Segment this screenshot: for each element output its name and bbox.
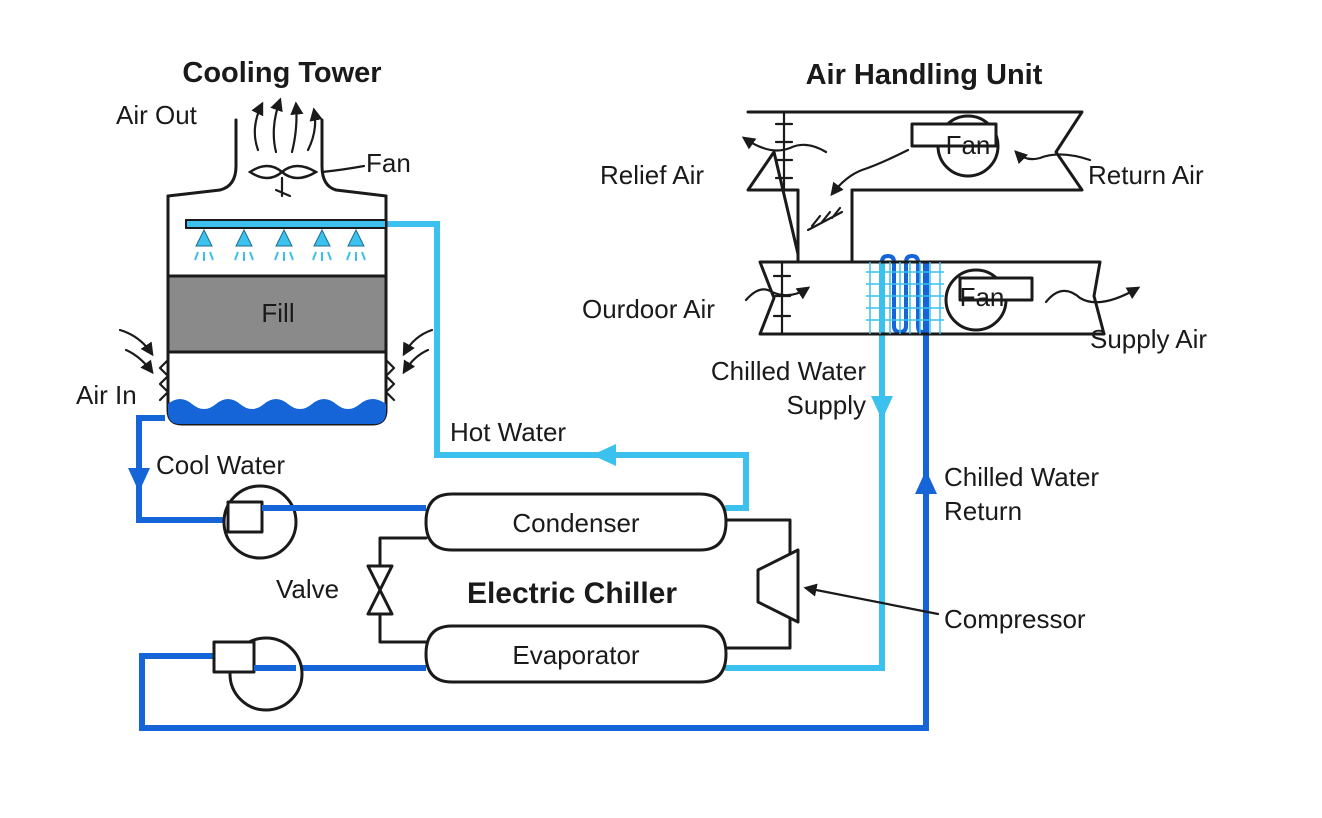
chilled-water-return-label-line2: Return xyxy=(944,496,1022,526)
tower-fan-label: Fan xyxy=(366,148,411,178)
fan-shaft xyxy=(274,176,292,198)
compressor-leader xyxy=(803,583,940,616)
pump-outlet xyxy=(226,500,264,534)
nozzle-icon xyxy=(195,228,213,247)
spray-header xyxy=(185,219,387,229)
fill-label: Fill xyxy=(261,298,294,328)
return-fan-label: Fan xyxy=(946,130,991,160)
evaporator-label: Evaporator xyxy=(512,640,640,670)
chilled-water-return-label-line1: Chilled Water xyxy=(944,462,1099,492)
condenser-label: Condenser xyxy=(512,508,640,538)
condenser-vessel xyxy=(424,492,728,552)
evaporator-vessel xyxy=(424,624,728,684)
condenser-water-loop xyxy=(128,221,749,523)
air-inlet-louver-left xyxy=(158,358,170,402)
air-out-label: Air Out xyxy=(116,100,198,130)
nozzle-icon xyxy=(275,228,293,247)
nozzle-icon xyxy=(313,228,331,247)
relief-damper-icon xyxy=(774,110,794,192)
valve-icon xyxy=(366,564,394,616)
nozzle-icon xyxy=(235,228,253,247)
chilled-water-pump xyxy=(212,636,304,712)
ahu-airflow-arrows xyxy=(741,136,1141,304)
chilled-water-supply-label-line2: Supply xyxy=(787,390,867,420)
chilled-water-return-arrow-icon xyxy=(915,470,937,494)
air-inlet-louver-right xyxy=(384,358,396,402)
chilled-water-loop xyxy=(139,253,937,731)
supply-air-duct xyxy=(758,260,1106,336)
supply-fan-label: Fan xyxy=(960,282,1005,312)
fill-media xyxy=(166,274,388,354)
air-out-arrows xyxy=(251,97,323,154)
air-in-label: Air In xyxy=(76,380,137,410)
supply-fan: Fan xyxy=(944,268,1034,332)
chilled-water-supply-label-line1: Chilled Water xyxy=(711,356,866,386)
cooling-tower-title: Cooling Tower xyxy=(182,57,381,89)
cool-water-arrow-icon xyxy=(128,468,150,492)
hot-water-arrow-icon xyxy=(592,444,616,466)
chilled-water-supply-arrow-icon xyxy=(871,396,893,420)
air-handling-unit: Air Handling Unit Fan Fan xyxy=(582,59,1207,526)
supply-air-label: Supply Air xyxy=(1090,324,1207,354)
hot-water-pipe xyxy=(385,221,749,511)
air-in-arrows xyxy=(118,328,434,375)
hot-water-label: Hot Water xyxy=(450,417,566,447)
relief-air-label: Relief Air xyxy=(600,160,704,190)
basin-water xyxy=(168,399,386,424)
mixing-box xyxy=(796,188,854,264)
valve-label: Valve xyxy=(276,574,339,604)
chilled-water-return-pipe xyxy=(139,262,929,731)
cooling-coil-grid xyxy=(866,262,944,334)
electric-chiller-title: Electric Chiller xyxy=(467,577,677,610)
cooling-tower: Cooling Tower Fill xyxy=(76,57,566,480)
electric-chiller: Condenser Evaporator Valve Compressor El… xyxy=(276,492,1086,684)
condenser-water-pump xyxy=(222,484,306,560)
fan-leader-line xyxy=(320,164,366,174)
compressor-label: Compressor xyxy=(944,604,1086,634)
cool-water-label: Cool Water xyxy=(156,450,285,480)
nozzle-icon xyxy=(347,228,365,247)
return-air-label: Return Air xyxy=(1088,160,1204,190)
compressor-icon xyxy=(756,548,800,624)
outdoor-air-label: Ourdoor Air xyxy=(582,294,715,324)
outdoor-damper-icon xyxy=(772,260,792,336)
tower-fan-icon xyxy=(247,164,319,180)
ahu-title: Air Handling Unit xyxy=(806,59,1043,91)
return-fan: Fan xyxy=(910,114,1000,178)
pump-outlet xyxy=(212,640,256,674)
spray-nozzles xyxy=(195,228,365,247)
mixing-damper-icon xyxy=(806,206,844,232)
tower-top-hood xyxy=(166,118,388,198)
water-spray-drops xyxy=(194,251,366,261)
